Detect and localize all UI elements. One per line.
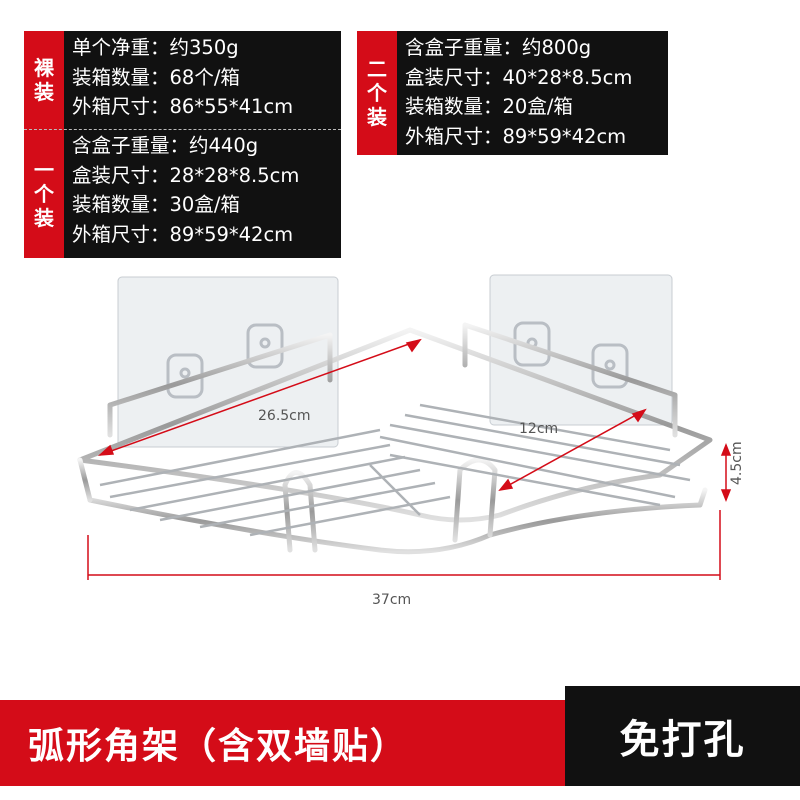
shelf-frame xyxy=(77,322,713,555)
spec-line: 盒装尺寸：28*28*8.5cm xyxy=(72,163,300,187)
spec-line: 装箱数量：68个/箱 xyxy=(72,65,240,89)
spec-line: 盒装尺寸：40*28*8.5cm xyxy=(405,65,633,89)
tag-char: 二 xyxy=(367,57,387,81)
product-title-banner: 弧形角架（含双墙贴） xyxy=(0,700,575,786)
tag-char: 个 xyxy=(34,181,54,206)
double-box-tag: 二 个 装 xyxy=(357,31,397,155)
tag-char: 装 xyxy=(34,80,54,104)
spec-line: 含盒子重量：约440g xyxy=(72,134,259,157)
right-wall-pad xyxy=(489,274,673,426)
tag-char: 裸 xyxy=(34,56,54,80)
tag-char: 装 xyxy=(367,105,387,129)
left-wall-pad xyxy=(117,276,339,448)
dimension-lines xyxy=(87,338,732,580)
dimension-depth: 12cm xyxy=(519,421,559,437)
spec-line: 单个净重：约350g xyxy=(72,36,239,59)
spec-panel-left: 裸 装 单个净重：约350g 装箱数量：68个/箱 外箱尺寸：86*55*41c… xyxy=(24,31,341,258)
product-title: 弧形角架（含双墙贴） xyxy=(28,726,409,767)
double-box-lines: 含盒子重量：约800g 盒装尺寸：40*28*8.5cm 装箱数量：20盒/箱 … xyxy=(397,31,640,155)
dimension-height: 4.5cm xyxy=(729,441,745,485)
shelf-wires xyxy=(99,403,691,537)
bare-pack-specs: 裸 装 单个净重：约350g 装箱数量：68个/箱 外箱尺寸：86*55*41c… xyxy=(24,31,341,129)
spec-line: 外箱尺寸：89*59*42cm xyxy=(405,124,627,148)
dimension-length-outer: 37cm xyxy=(372,592,412,608)
tag-char: 个 xyxy=(367,81,387,105)
single-box-lines: 含盒子重量：约440g 盒装尺寸：28*28*8.5cm 装箱数量：30盒/箱 … xyxy=(64,129,307,258)
no-drill-badge: 免打孔 xyxy=(565,686,800,786)
corner-shelf-illustration xyxy=(77,274,732,580)
tag-char: 一 xyxy=(34,157,54,182)
dashed-divider xyxy=(24,129,341,130)
spec-line: 装箱数量：30盒/箱 xyxy=(72,193,240,216)
spec-line: 外箱尺寸：89*59*42cm xyxy=(72,222,294,246)
bare-pack-lines: 单个净重：约350g 装箱数量：68个/箱 外箱尺寸：86*55*41cm xyxy=(64,31,301,129)
single-box-tag: 一 个 装 xyxy=(24,129,64,258)
spec-line: 外箱尺寸：86*55*41cm xyxy=(72,95,294,118)
dimension-length-inner: 26.5cm xyxy=(258,408,311,424)
single-box-specs: 一 个 装 含盒子重量：约440g 盒装尺寸：28*28*8.5cm 装箱数量：… xyxy=(24,129,341,258)
spec-line: 含盒子重量：约800g xyxy=(405,36,592,59)
no-drill-label: 免打孔 xyxy=(619,717,746,763)
tag-char: 装 xyxy=(34,205,54,230)
bare-pack-tag: 裸 装 xyxy=(24,31,64,129)
spec-panel-right: 二 个 装 含盒子重量：约800g 盒装尺寸：40*28*8.5cm 装箱数量：… xyxy=(357,31,668,155)
spec-line: 装箱数量：20盒/箱 xyxy=(405,95,573,118)
